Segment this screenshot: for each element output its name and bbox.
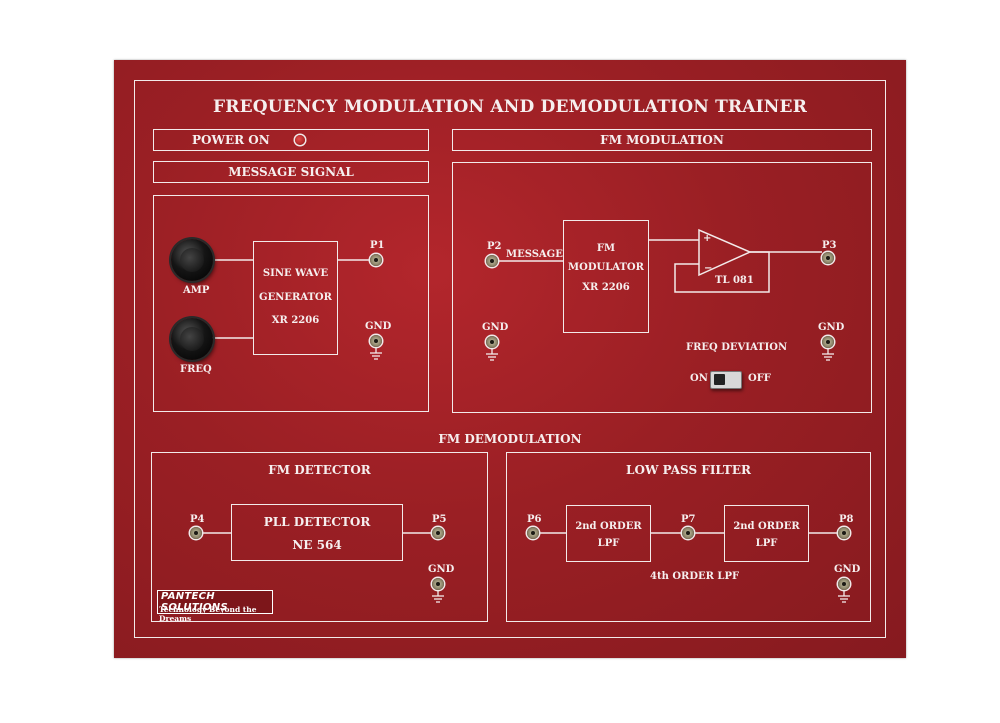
lpf-frame — [506, 452, 871, 622]
brand-name: PANTECH SOLUTIONS — [157, 590, 273, 614]
message-gnd-jack[interactable] — [370, 335, 382, 347]
power-label: POWER ON — [192, 133, 270, 147]
fm-gnd-left-jack[interactable] — [486, 336, 498, 348]
p6-jack[interactable] — [527, 527, 539, 539]
lpf-gnd-label: GND — [834, 564, 861, 575]
fm-modulator-line2: MODULATOR — [568, 262, 644, 273]
sine-generator-line1: SINE WAVE — [262, 268, 329, 279]
lpf2-block — [724, 505, 809, 562]
opamp-symbol — [698, 228, 752, 277]
sine-generator-block — [253, 241, 338, 355]
fm-demod-header: FM DEMODULATION — [438, 432, 582, 446]
p2-jack[interactable] — [486, 255, 498, 267]
lpf1-line1: 2nd ORDER — [575, 521, 642, 532]
message-label: MESSAGE — [506, 249, 563, 260]
wire-feedback — [674, 251, 770, 293]
detector-frame — [151, 452, 488, 622]
deviation-on-label: ON — [690, 373, 708, 384]
lpf-order-label: 4th ORDER LPF — [650, 571, 740, 582]
lpf2-line2: LPF — [755, 538, 778, 549]
pll-detector-block — [231, 504, 403, 561]
board-title: FREQUENCY MODULATION AND DEMODULATION TR… — [212, 97, 808, 117]
fm-gnd-right-label: GND — [818, 322, 845, 333]
p3-label: P3 — [822, 240, 837, 251]
message-header: MESSAGE SIGNAL — [228, 165, 354, 179]
brand-tagline: Technology Beyond the Dreams — [159, 605, 257, 623]
amp-knob[interactable] — [171, 239, 213, 281]
freq-deviation-switch[interactable] — [710, 371, 742, 389]
lpf2-line1: 2nd ORDER — [733, 521, 800, 532]
ground-symbol-icon — [370, 347, 382, 360]
p1-jack[interactable] — [370, 254, 382, 266]
p7-jack[interactable] — [682, 527, 694, 539]
ground-symbol-icon — [486, 348, 498, 361]
p5-jack[interactable] — [432, 527, 444, 539]
p7-label: P7 — [681, 514, 696, 525]
freq-knob[interactable] — [171, 318, 213, 360]
p3-jack[interactable] — [822, 252, 834, 264]
lpf-gnd-jack[interactable] — [838, 578, 850, 590]
freq-deviation-label: FREQ DEVIATION — [686, 342, 788, 353]
fm-gnd-right-jack[interactable] — [822, 336, 834, 348]
p4-label: P4 — [190, 514, 205, 525]
ground-symbol-icon — [822, 348, 834, 361]
freq-label: FREQ — [180, 364, 212, 375]
p8-label: P8 — [839, 514, 854, 525]
p6-label: P6 — [527, 514, 542, 525]
detector-gnd-jack[interactable] — [432, 578, 444, 590]
p4-jack[interactable] — [190, 527, 202, 539]
fm-modulator-line1: FM — [596, 243, 616, 254]
pll-detector-label: PLL DETECTOR — [263, 515, 371, 529]
opamp-plus-sign: + — [703, 233, 711, 244]
outer-frame — [134, 80, 886, 638]
power-led — [295, 135, 305, 145]
lpf-header: LOW PASS FILTER — [626, 463, 751, 477]
circuit-wiring: + − — [202, 228, 838, 534]
fm-mod-header-frame — [452, 129, 872, 151]
fm-mod-frame — [452, 162, 872, 413]
p5-label: P5 — [432, 514, 447, 525]
amp-label: AMP — [183, 285, 210, 296]
message-frame — [153, 195, 429, 412]
message-header-frame — [153, 161, 429, 183]
lpf1-block — [566, 505, 651, 562]
sine-generator-line2: GENERATOR — [259, 292, 332, 303]
opamp-label: TL 081 — [715, 275, 754, 286]
power-frame — [153, 129, 429, 151]
fm-modulator-line3: XR 2206 — [582, 282, 630, 293]
deviation-off-label: OFF — [748, 373, 771, 384]
trainer-board: + − FREQUENCY MODULATION AND DEMODULATIO… — [114, 60, 906, 658]
fm-mod-header: FM MODULATION — [600, 133, 724, 147]
fm-modulator-block — [563, 220, 649, 333]
detector-header: FM DETECTOR — [268, 463, 371, 477]
ground-symbol-icon — [432, 590, 444, 603]
brand-logo: PANTECH SOLUTIONS Technology Beyond the … — [157, 590, 273, 623]
detector-gnd-label: GND — [428, 564, 455, 575]
message-gnd-label: GND — [365, 321, 392, 332]
sine-generator-line3: XR 2206 — [271, 315, 320, 326]
fm-gnd-left-label: GND — [482, 322, 509, 333]
p2-label: P2 — [487, 241, 502, 252]
lpf1-line2: LPF — [597, 538, 620, 549]
opamp-minus-sign: − — [704, 263, 712, 274]
p8-jack[interactable] — [838, 527, 850, 539]
pll-ic-label: NE 564 — [292, 538, 342, 552]
p1-label: P1 — [370, 240, 385, 251]
ground-symbol-icon — [838, 590, 850, 603]
